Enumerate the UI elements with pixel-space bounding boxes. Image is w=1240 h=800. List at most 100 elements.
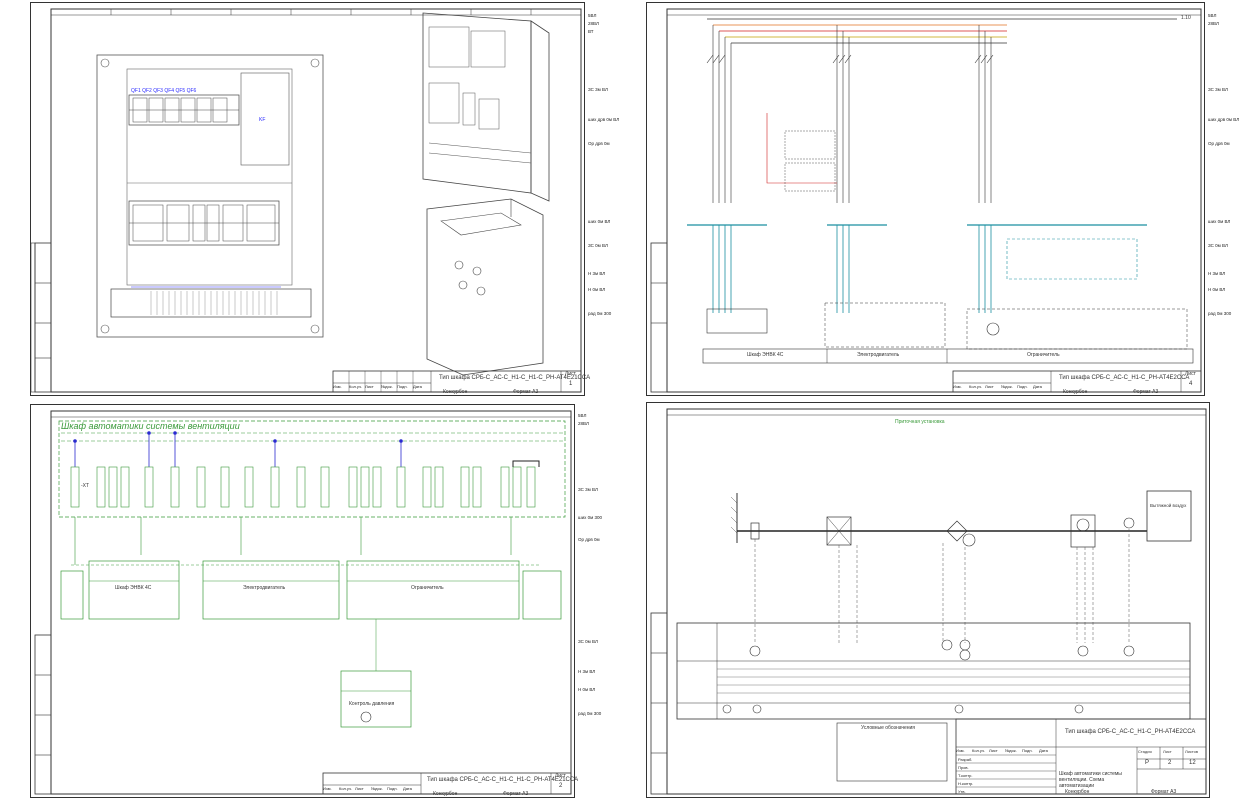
sheet3-block-label-2: Ограничитель	[411, 585, 444, 591]
s2-rl-1: 28ВЛ	[1208, 21, 1219, 26]
sheet2-top-ref: 1.10	[1181, 15, 1191, 21]
sheet2-bottom-label-0: Шкаф ЭНВК 4С	[747, 352, 784, 358]
sheet4-sheets-total: 12	[1189, 760, 1196, 766]
s2-rl-4: Ор дрв 0м	[1208, 141, 1230, 146]
s1-rl-9: Н 0м ВЛ	[588, 287, 606, 292]
col-data: Дата	[403, 786, 412, 791]
col-izm: Изм.	[953, 384, 962, 389]
sheet2-format: Формат А3	[1133, 389, 1159, 395]
s2-rl-9: рад 0м 300	[1208, 311, 1232, 316]
role-2: Т.контр.	[958, 773, 973, 778]
s3-rl-5: ЗС 0м ВЛ	[578, 639, 598, 644]
sheet2-drawing	[650, 8, 1202, 393]
col-data: Дата	[1033, 384, 1042, 389]
sheet-power-schematic: 1.10 Шкаф ЭНВК 4С Электродвигатель Огран…	[646, 2, 1205, 396]
s2-rl-5: ших 0м ВЛ	[1208, 219, 1231, 224]
sheet4-sheet-label: Лист	[1163, 749, 1172, 754]
col-podp: Подп.	[1017, 384, 1028, 389]
sheet2-developer: Конкурбон	[1063, 389, 1088, 395]
s1-rl-8: Н 3м ВЛ	[588, 271, 606, 276]
s3-rl-3: ших 0м 300	[578, 515, 602, 520]
sheet3-sheet-label: Лист	[555, 773, 566, 779]
col-podp: Подп.	[387, 786, 398, 791]
sheet2-bottom-label-1: Электродвигатель	[857, 352, 900, 358]
sheet4-roles: Разраб. Пров. Т.контр. Н.контр. Утв.	[958, 756, 973, 796]
sheet4-format: Формат А3	[1151, 789, 1177, 795]
col-izm: Изм.	[956, 748, 965, 753]
s1-rl-10: рад 0м 300	[588, 311, 612, 316]
col-izm: Изм.	[333, 384, 342, 389]
col-list: Лист	[985, 384, 994, 389]
sheet-connection-diagram: Шкаф автоматики системы вентиляции -XT Ш…	[30, 404, 579, 798]
col-doc: №док.	[1001, 384, 1013, 389]
col-list: Лист	[355, 786, 364, 791]
sheet4-stage: Р	[1145, 760, 1150, 766]
col-kol: Кол.уч.	[972, 748, 986, 753]
panel-label: KF	[259, 117, 265, 123]
s1-rl-2: ВТ	[588, 29, 594, 34]
sheet4-total-label: Листов	[1185, 749, 1198, 754]
sheet3-code: Тип шкафа СРБ-С_АС-С_Н1-С_Н1-С_РН-АТ4Е21…	[427, 777, 579, 783]
sheet4-desc: Шкаф автоматики системы вентиляции. Схем…	[1059, 771, 1122, 789]
s2-rl-0: 5ВЛ	[1208, 13, 1217, 18]
col-doc: №док.	[381, 384, 393, 389]
s1-rl-0: 5ВЛ	[588, 13, 597, 18]
sheet1-developer: Конкурбон	[443, 389, 468, 395]
col-list: Лист	[365, 384, 374, 389]
col-data: Дата	[1039, 748, 1048, 753]
col-list: Лист	[989, 748, 998, 753]
col-podp: Подп.	[397, 384, 408, 389]
sheet4-box-label: Вытяжной воздух	[1150, 503, 1187, 508]
sheet2-code: Тип шкафа СРБ-С_АС-С_Н1-С_РН-АТ4Е2ССА	[1059, 375, 1190, 381]
col-izm: Изм.	[323, 786, 332, 791]
sheet3-drawing	[34, 410, 572, 795]
sheet3-developer: Конкурбон	[433, 791, 458, 797]
sheet4-legend-title: Условные обозначения	[861, 725, 916, 731]
role-3: Н.контр.	[958, 781, 974, 786]
sheet1-sheet-label: Лист	[565, 371, 576, 377]
s1-rl-1: 28ВЛ	[588, 21, 599, 26]
s3-rl-0: 5ВЛ	[578, 413, 587, 418]
sheet2-sheet-no: 4	[1189, 381, 1193, 387]
s2-rl-7: Н 3м ВЛ	[1208, 271, 1226, 276]
col-podp: Подп.	[1022, 748, 1033, 753]
sheet3-sheet-no: 2	[559, 783, 563, 789]
col-data: Дата	[413, 384, 422, 389]
s1-rl-3: ЗС 3м ВЛ	[588, 87, 608, 92]
sheet4-code: Тип шкафа СРБ-С_АС-С_Н1-С_РН-АТ4Е2ССА	[1065, 729, 1196, 735]
sheet-cabinet-layout: QF1 QF2 QF3 QF4 QF5 QF6 KF	[30, 2, 590, 396]
s3-rl-6: Н 3м ВЛ	[578, 669, 596, 674]
col-kol: Кол.уч.	[349, 384, 363, 389]
sheet1-sheet-no: 1	[569, 381, 573, 387]
sheet3-block-label-3: Контроль давления	[349, 701, 395, 707]
sheet3-block-label-0: Шкаф ЭНВК 4С	[115, 585, 152, 591]
s1-rl-6: ших 0м ВЛ	[588, 219, 611, 224]
sheet-automation-scheme: Приточная установка Вытяжной воздух Усло…	[646, 402, 1210, 798]
breaker-labels: QF1 QF2 QF3 QF4 QF5 QF6	[131, 88, 197, 94]
sheet4-stage-label: Стадия	[1138, 749, 1152, 754]
sheet2-bottom-label-2: Ограничитель	[1027, 352, 1060, 358]
s1-rl-5: Ор дрв 0м	[588, 141, 610, 146]
s2-rl-6: ЗС 0м ВЛ	[1208, 243, 1228, 248]
sheet2-sheet-label: Лист	[1185, 371, 1196, 377]
sheet1-format: Формат А3	[513, 389, 539, 395]
sheet3-heading: Шкаф автоматики системы вентиляции	[61, 421, 240, 431]
s2-rl-2: ЗС 3м ВЛ	[1208, 87, 1228, 92]
col-kol: Кол.уч.	[339, 786, 353, 791]
s1-rl-4: ших дрв 0м ВЛ	[588, 117, 620, 122]
sheet3-block-label-1: Электродвигатель	[243, 585, 286, 591]
s3-rl-7: Н 0м ВЛ	[578, 687, 596, 692]
col-doc: №док.	[1005, 748, 1017, 753]
sheet3-terminal: -XT	[81, 483, 90, 489]
s3-rl-8: рад 0м 300	[578, 711, 602, 716]
s2-rl-8: Н 0м ВЛ	[1208, 287, 1226, 292]
sheet1-code: Тип шкафа СРБ-С_АС-С_Н1-С_Н1-С_РН-АТ4Е21…	[439, 375, 591, 381]
sheet1-col-headers: Изм. Кол.уч. Лист №док. Подп. Дата	[333, 384, 431, 389]
sheet4-drawing	[650, 408, 1207, 795]
sheet4-sheet-no: 2	[1168, 760, 1172, 766]
sheet4-developer: Конкурбон	[1065, 789, 1090, 795]
sheet4-col-headers: Изм. Кол.уч. Лист №док. Подп. Дата	[956, 748, 1056, 753]
sheet2-col-headers: Изм. Кол.уч. Лист №док. Подп. Дата	[953, 384, 1051, 389]
role-0: Разраб.	[958, 757, 973, 762]
role-1: Пров.	[958, 765, 969, 770]
